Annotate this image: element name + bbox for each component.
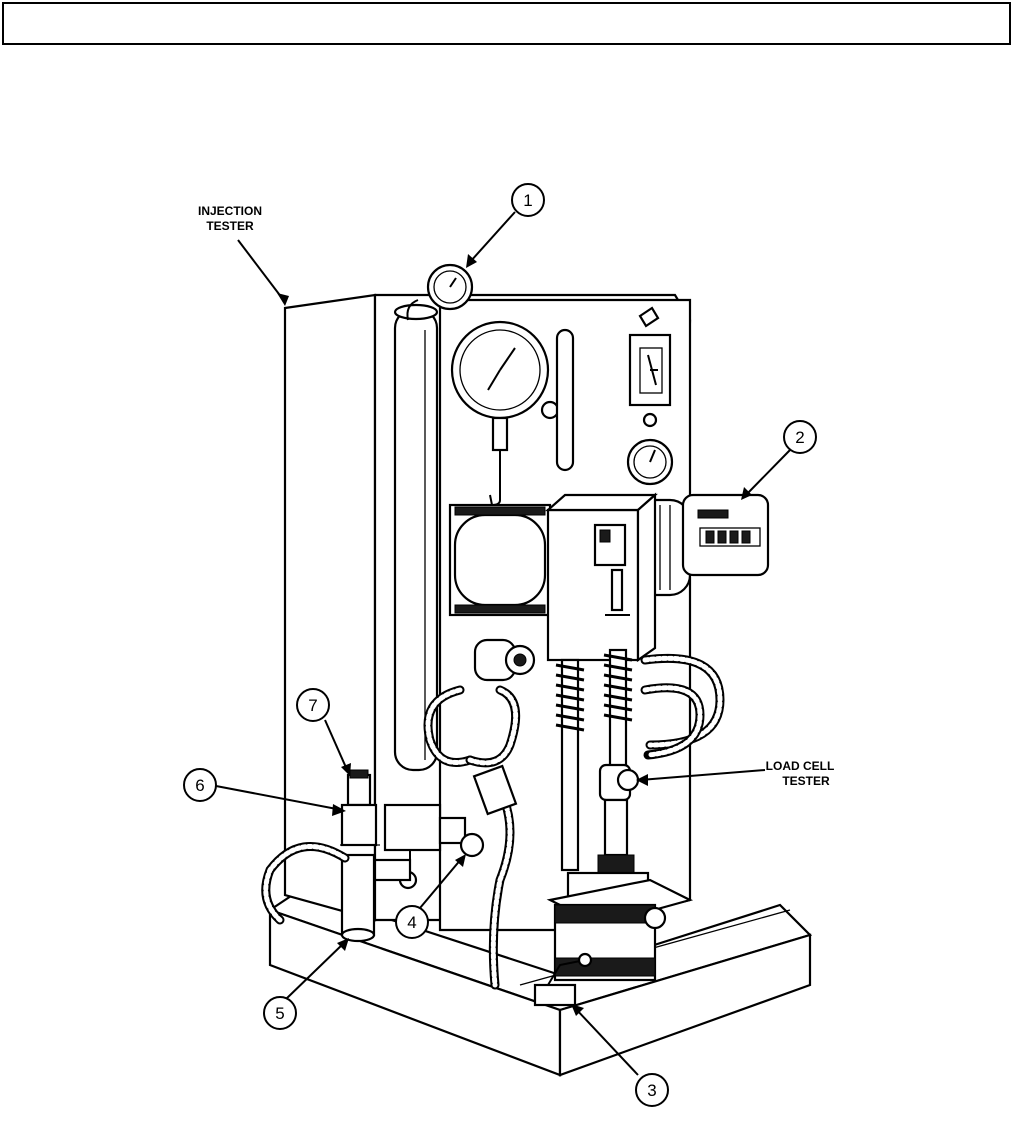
callout-1: 1: [512, 184, 544, 216]
central-block: [548, 495, 655, 660]
callout-6: 6: [184, 769, 216, 801]
callout-6-text: 6: [195, 776, 204, 795]
callout-7: 7: [297, 689, 329, 721]
callout-2-text: 2: [795, 428, 804, 447]
callout-7-text: 7: [308, 696, 317, 715]
vertical-cylinder: [395, 305, 437, 770]
load-cell-label-1: LOAD CELL: [766, 759, 835, 773]
callout-4: 4: [396, 906, 428, 938]
injection-tester-label-2: TESTER: [206, 219, 254, 233]
injection-tester-label-1: INJECTION: [198, 204, 262, 218]
callout-5-text: 5: [275, 1004, 284, 1023]
callout-3-text: 3: [647, 1081, 656, 1100]
small-gauge-right: [628, 440, 672, 484]
callout-1-text: 1: [523, 191, 532, 210]
stroke-counter: [683, 495, 768, 575]
callout-2: 2: [784, 421, 816, 453]
sight-slot: [557, 330, 573, 470]
load-cell-label-2: TESTER: [782, 774, 830, 788]
callout-5: 5: [264, 997, 296, 1029]
callout-4-text: 4: [407, 913, 416, 932]
callout-3: 3: [636, 1074, 668, 1106]
